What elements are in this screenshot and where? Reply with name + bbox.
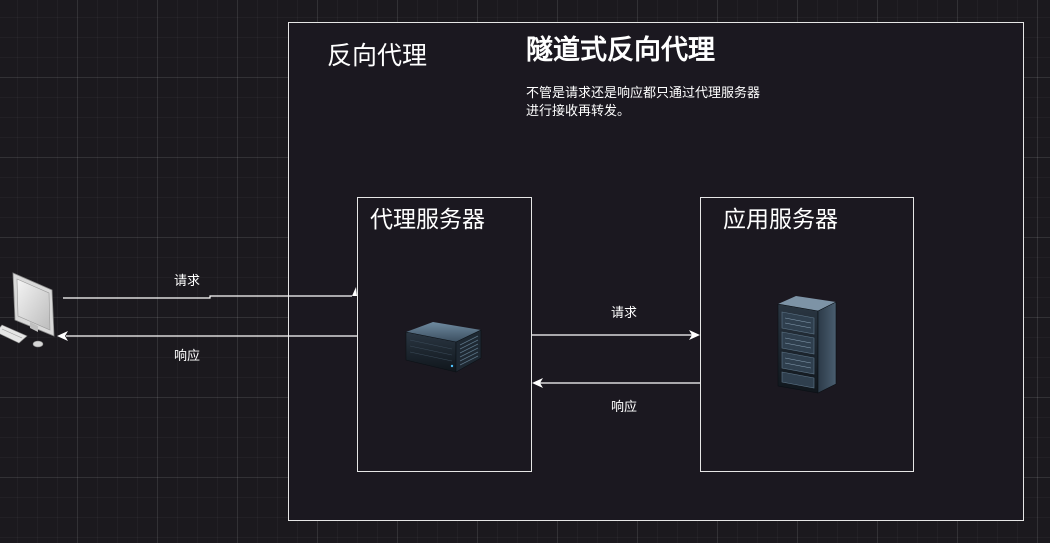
server-request-label: 请求: [611, 306, 638, 321]
proxy-server-label: 代理服务器: [370, 207, 485, 233]
diagram-description: 不管是请求还是响应都只通过代理服务器进行接收再转发。: [526, 86, 761, 119]
client-request-arrow: [63, 287, 357, 299]
server-response-arrow: [532, 378, 700, 388]
client-response-arrow: [57, 331, 357, 341]
client-request-label: 请求: [174, 274, 201, 289]
client-response-label: 响应: [174, 349, 201, 364]
server-request-arrow: [532, 330, 700, 340]
rack-server-icon: [405, 322, 482, 373]
diagram-title: 隧道式反向代理: [526, 35, 715, 66]
app-server-label: 应用服务器: [723, 207, 838, 233]
tower-server-icon: [777, 296, 837, 394]
desktop-computer-icon: [0, 272, 55, 348]
server-response-label: 响应: [611, 400, 638, 415]
container-label: 反向代理: [327, 41, 428, 70]
